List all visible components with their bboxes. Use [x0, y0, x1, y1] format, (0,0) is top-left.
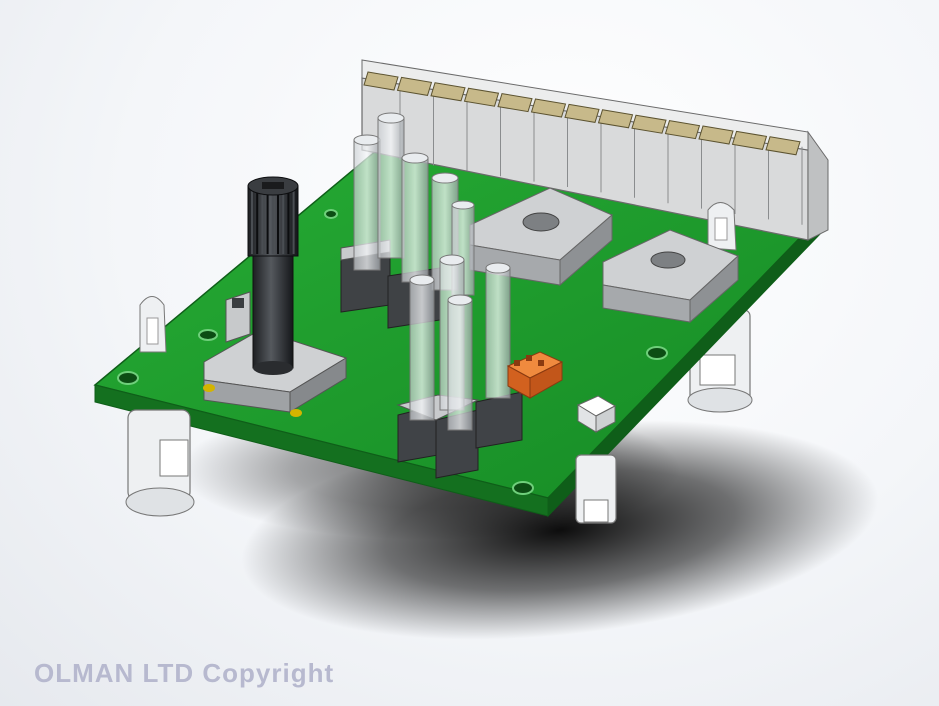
potentiometer	[203, 176, 348, 417]
light-pipe-group-front	[396, 254, 523, 479]
terminal-lever	[597, 109, 634, 129]
terminal-lever	[430, 82, 466, 102]
terminal-lever	[765, 136, 801, 156]
mounting-hole	[198, 329, 218, 341]
mounting-hole	[646, 346, 668, 360]
terminal-lever	[497, 93, 533, 113]
terminal-lever	[363, 71, 399, 91]
terminal-lever	[731, 130, 768, 150]
standoff-front-left	[125, 409, 195, 517]
terminal-lever	[530, 98, 567, 118]
solder-pad	[290, 409, 302, 417]
mounting-hole	[512, 481, 534, 495]
terminal-lever	[698, 125, 734, 145]
terminal-lever	[396, 76, 433, 96]
solder-pad	[203, 384, 215, 392]
knurled-knob	[247, 176, 299, 257]
standoff-clip-left	[139, 296, 167, 353]
terminal-lever	[564, 103, 600, 123]
copyright-watermark: OLMAN LTD Copyright	[34, 658, 335, 688]
white-led	[576, 395, 617, 433]
orange-connector	[506, 351, 564, 399]
mounting-hole	[324, 209, 338, 219]
terminal-slots	[363, 71, 803, 225]
terminal-lever	[664, 120, 701, 140]
standoff-front-right	[575, 454, 617, 524]
terminal-lever	[631, 114, 667, 134]
terminal-lever	[463, 87, 500, 107]
small-connector	[225, 291, 251, 343]
mounting-hole	[117, 371, 139, 385]
encoder-left	[469, 187, 613, 287]
standoff-clip-right	[707, 202, 737, 251]
encoder-right	[602, 229, 739, 324]
